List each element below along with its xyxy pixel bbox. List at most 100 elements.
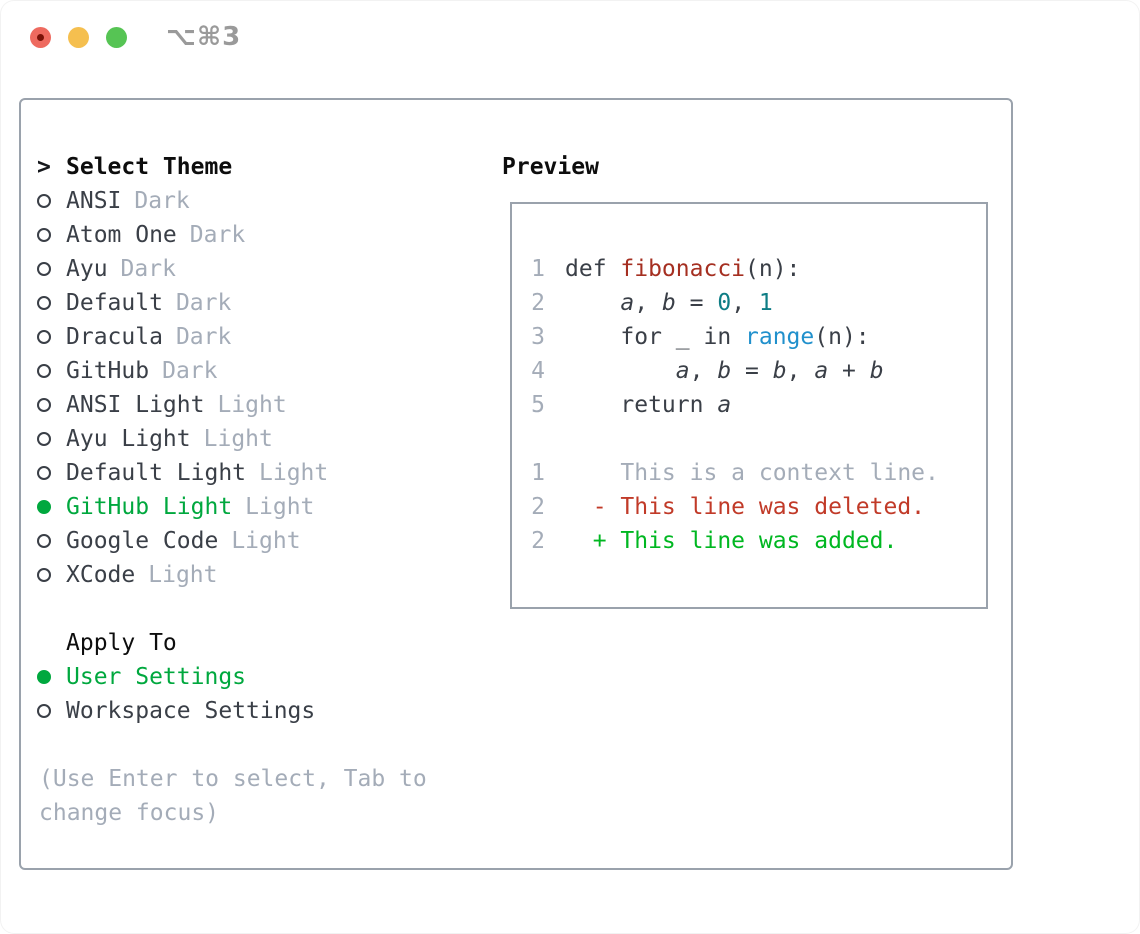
token-var: b xyxy=(717,358,732,384)
radio-selected-icon xyxy=(37,670,51,684)
token-num: 0 xyxy=(717,290,732,316)
theme-name: Ayu Light xyxy=(66,426,191,452)
token-var: b xyxy=(869,358,884,384)
theme-name: Dracula xyxy=(66,324,163,350)
radio-selected-icon xyxy=(37,500,51,514)
line-number: 2 xyxy=(531,290,545,316)
theme-name: GitHub Light xyxy=(66,494,233,520)
line-number: 5 xyxy=(531,392,545,418)
line-number: 4 xyxy=(531,358,545,384)
title-bar: ⌥⌘3 xyxy=(0,0,1140,75)
radio-unselected-icon xyxy=(37,534,51,548)
theme-name: Google Code xyxy=(66,528,219,554)
radio-unselected-icon xyxy=(37,568,51,582)
theme-option-github-light[interactable]: GitHub Light Light xyxy=(37,490,328,524)
code-text: for _ in range(n): xyxy=(565,320,870,354)
token-plain xyxy=(565,290,620,316)
token-plain: = xyxy=(731,358,773,384)
theme-variant: Dark xyxy=(162,358,218,384)
radio-unselected-icon xyxy=(37,466,51,480)
code-text: + This line was added. xyxy=(565,524,898,558)
maximize-button[interactable] xyxy=(106,27,127,48)
theme-variant: Light xyxy=(231,528,301,554)
theme-option-google-code[interactable]: Google Code Light xyxy=(37,524,328,558)
theme-variant: Dark xyxy=(175,324,232,350)
theme-variant: Dark xyxy=(175,290,232,316)
theme-name: XCode xyxy=(66,562,136,588)
token-plain: , xyxy=(634,290,662,316)
radio-unselected-icon xyxy=(37,432,51,446)
theme-option-ayu-light[interactable]: Ayu Light Light xyxy=(37,422,328,456)
code-text: a, b = b, a + b xyxy=(565,354,884,388)
theme-option-xcode[interactable]: XCode Light xyxy=(37,558,328,592)
close-button[interactable] xyxy=(30,27,51,48)
theme-variant: Dark xyxy=(189,222,246,248)
radio-unselected-icon xyxy=(37,704,51,718)
theme-name: Ayu xyxy=(66,256,108,282)
token-func: fibonacci xyxy=(620,256,746,282)
token-context: This is a context line. xyxy=(565,460,939,486)
radio-unselected-icon xyxy=(37,262,51,276)
token-plain: return xyxy=(565,392,718,418)
theme-name: Default Light xyxy=(66,460,247,486)
radio-unselected-icon xyxy=(37,364,51,378)
theme-variant: Dark xyxy=(134,188,190,214)
theme-variant: Light xyxy=(245,494,315,520)
apply-to-title: Apply To xyxy=(66,630,177,656)
minimize-button[interactable] xyxy=(68,27,89,48)
code-text: This is a context line. xyxy=(565,456,939,490)
token-var: a xyxy=(717,392,732,418)
token-plain: for _ in xyxy=(565,324,746,350)
radio-unselected-icon xyxy=(37,194,51,208)
token-plain: (n): xyxy=(745,256,801,282)
line-number: 2 xyxy=(531,494,545,520)
apply-option-user-settings[interactable]: User Settings xyxy=(37,660,315,694)
token-plain: (n): xyxy=(814,324,870,350)
token-plain: + xyxy=(828,358,870,384)
radio-unselected-icon xyxy=(37,296,51,310)
preview-code-line: 2 a, b = 0, 1 xyxy=(520,286,986,320)
preview-code-line: 3 for _ in range(n): xyxy=(520,320,986,354)
code-text: def fibonacci(n): xyxy=(565,252,800,286)
theme-list-title: Select Theme xyxy=(66,154,233,180)
window-title: ⌥⌘3 xyxy=(166,22,242,52)
preview-code-line xyxy=(520,422,986,456)
keyboard-hint: (Use Enter to select, Tab to change focu… xyxy=(39,766,427,826)
preview-code-line: 2 + This line was added. xyxy=(520,524,986,558)
token-var: a xyxy=(675,358,690,384)
line-number: 1 xyxy=(531,460,545,486)
theme-name: GitHub xyxy=(66,358,150,384)
theme-option-default-light[interactable]: Default Light Light xyxy=(37,456,328,490)
close-dot-icon xyxy=(37,34,44,41)
token-num: 1 xyxy=(758,290,773,316)
code-text: return a xyxy=(565,388,731,422)
preview-code-line: 2 - This line was deleted. xyxy=(520,490,986,524)
token-plain: def xyxy=(565,256,621,282)
preview-code-line: 1 This is a context line. xyxy=(520,456,986,490)
preview-code-line: 4 a, b = b, a + b xyxy=(520,354,986,388)
token-plain: , xyxy=(731,290,759,316)
radio-unselected-icon xyxy=(37,330,51,344)
apply-option-workspace-settings[interactable]: Workspace Settings xyxy=(37,694,315,728)
theme-variant: Dark xyxy=(120,256,176,282)
theme-variant: Light xyxy=(203,426,273,452)
theme-option-github[interactable]: GitHub Dark xyxy=(37,354,328,388)
theme-option-ayu[interactable]: Ayu Dark xyxy=(37,252,328,286)
focus-caret-icon: > xyxy=(37,154,51,180)
token-plain: = xyxy=(675,290,718,316)
theme-name: ANSI Light xyxy=(66,392,205,418)
theme-variant: Light xyxy=(148,562,218,588)
theme-variant: Light xyxy=(259,460,329,486)
apply-option-label: User Settings xyxy=(66,664,247,690)
theme-option-dracula[interactable]: Dracula Dark xyxy=(37,320,328,354)
theme-list-header-row: > Select Theme xyxy=(37,150,328,184)
